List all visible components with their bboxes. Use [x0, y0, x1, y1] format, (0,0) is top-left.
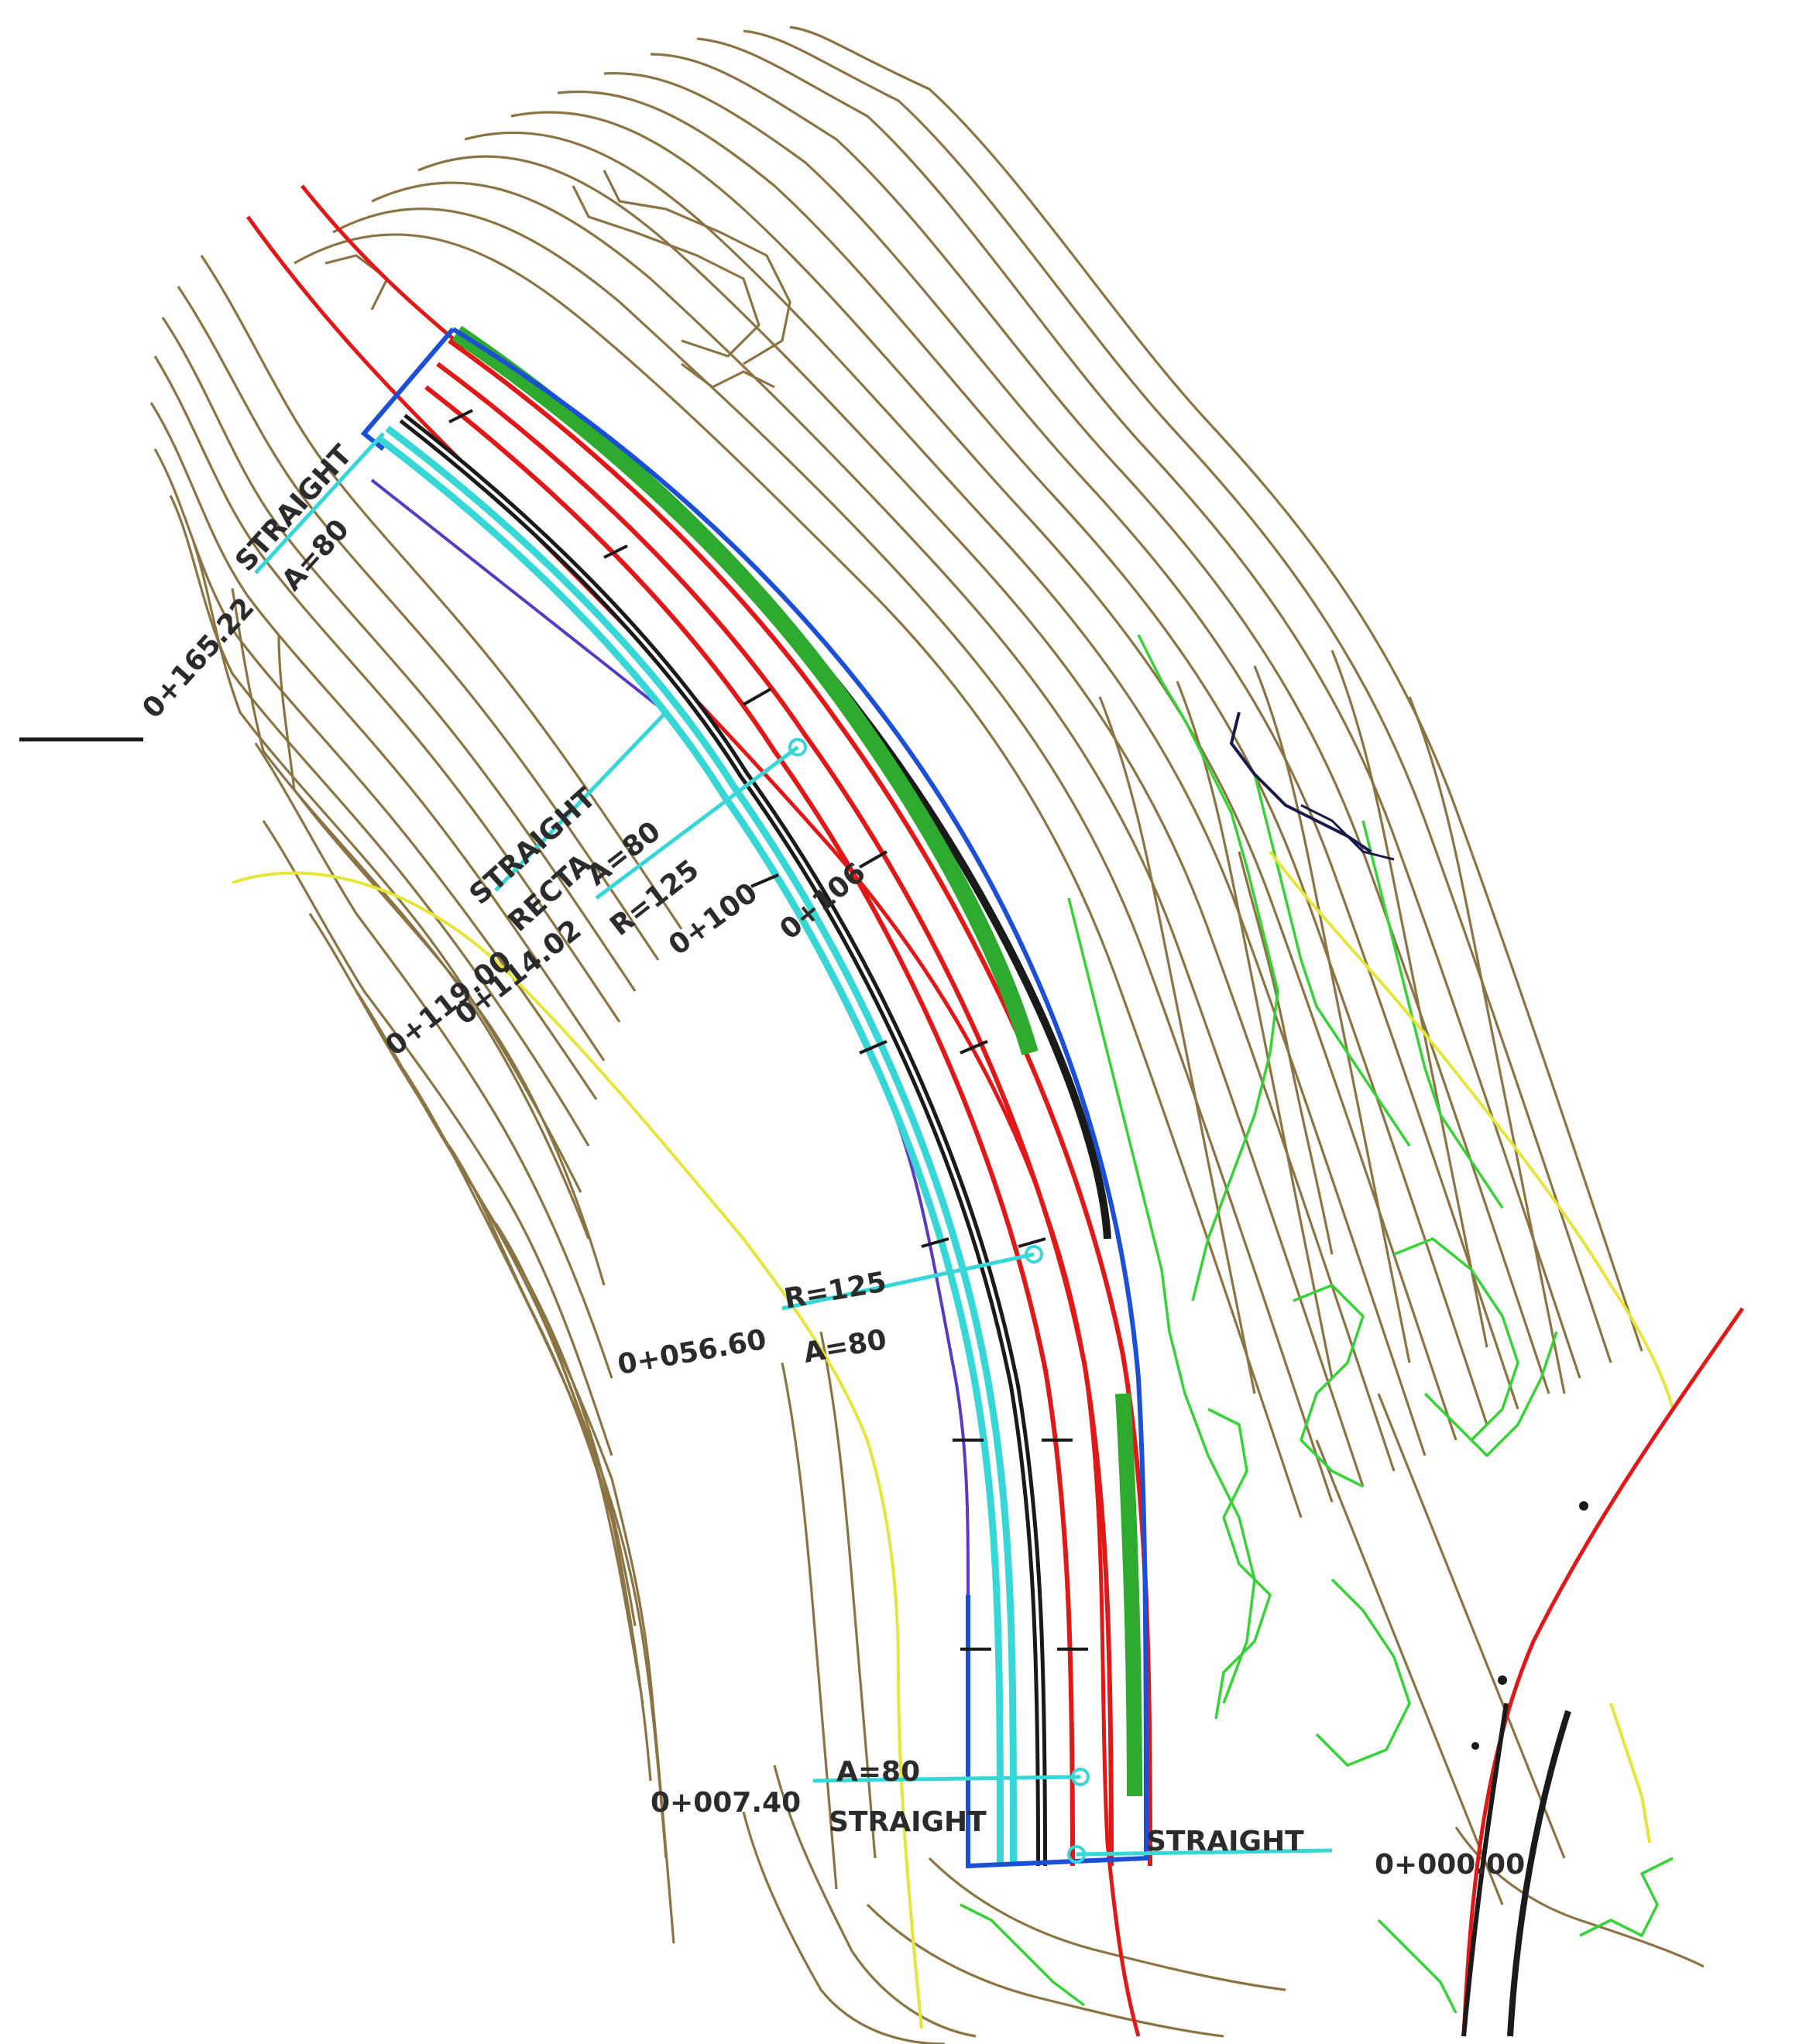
station-ticks: [448, 409, 1088, 1651]
station-marker-top: [788, 738, 807, 756]
blue-boundary-line: [452, 327, 1149, 1869]
label-station-007: 0+007.40: [651, 1787, 801, 1819]
yellow-boundary-lines: [232, 850, 1674, 2029]
cyan-edge-inner: [381, 430, 1010, 1867]
label-leaders: [254, 432, 1333, 1857]
existing-alignment-right: [300, 184, 466, 350]
existing-road-right: [1461, 1307, 1745, 2037]
red-lane-line-1: [424, 385, 1075, 1867]
road-corridor: [245, 184, 1152, 2037]
terrain-contours: [149, 26, 1705, 2044]
green-edge-line: [452, 325, 1039, 1056]
label-station-000: 0+000.00: [1375, 1849, 1525, 1881]
red-lane-line-2: [436, 362, 1114, 1867]
label-straight-right: STRAIGHT: [1146, 1826, 1304, 1857]
label-a80-bottom: A=80: [836, 1756, 920, 1788]
vegetation-lines: [960, 634, 1674, 2014]
label-straight-bottom: STRAIGHT: [829, 1806, 987, 1838]
